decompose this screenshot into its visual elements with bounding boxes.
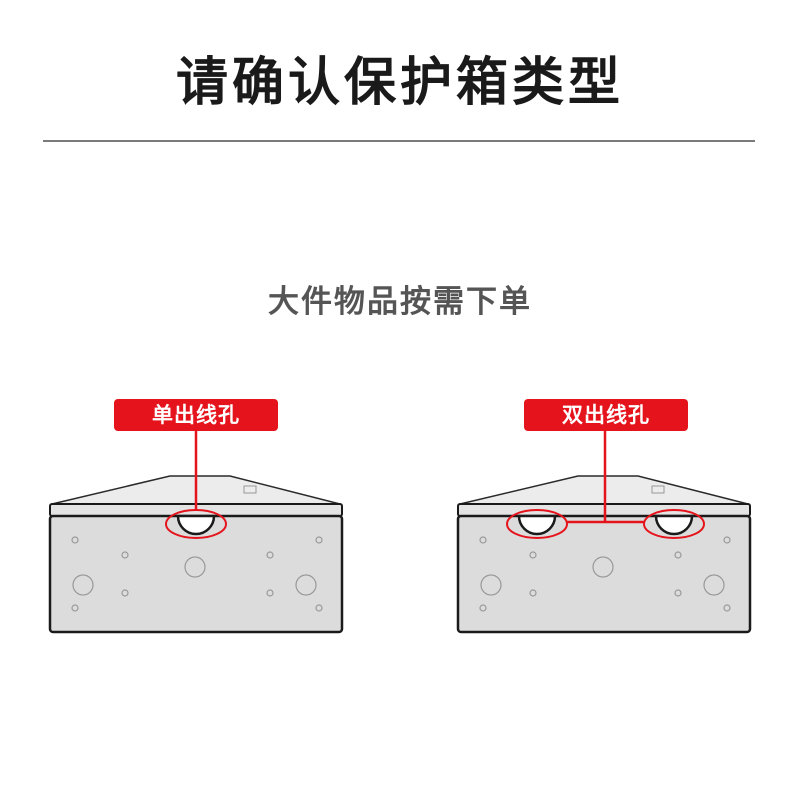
cable-hole-right bbox=[654, 514, 694, 536]
single-hole-badge: 单出线孔 bbox=[114, 399, 278, 431]
lid-logo-mark bbox=[243, 485, 257, 494]
box-body bbox=[456, 514, 752, 634]
page-title: 请确认保护箱类型 bbox=[175, 53, 624, 113]
double-hole-box bbox=[456, 431, 752, 634]
box-screws bbox=[479, 536, 731, 612]
title-divider bbox=[43, 140, 755, 142]
cable-hole bbox=[176, 514, 216, 536]
lid-logo-mark bbox=[651, 485, 665, 494]
hole-highlight-ring-right bbox=[643, 509, 705, 539]
double-hole-badge: 双出线孔 bbox=[524, 399, 688, 431]
page-subtitle: 大件物品按需下单 bbox=[268, 284, 532, 320]
hole-highlight-ring-left bbox=[506, 509, 568, 539]
cable-hole-left bbox=[517, 514, 557, 536]
box-screws bbox=[71, 536, 323, 612]
single-hole-box bbox=[48, 431, 344, 634]
